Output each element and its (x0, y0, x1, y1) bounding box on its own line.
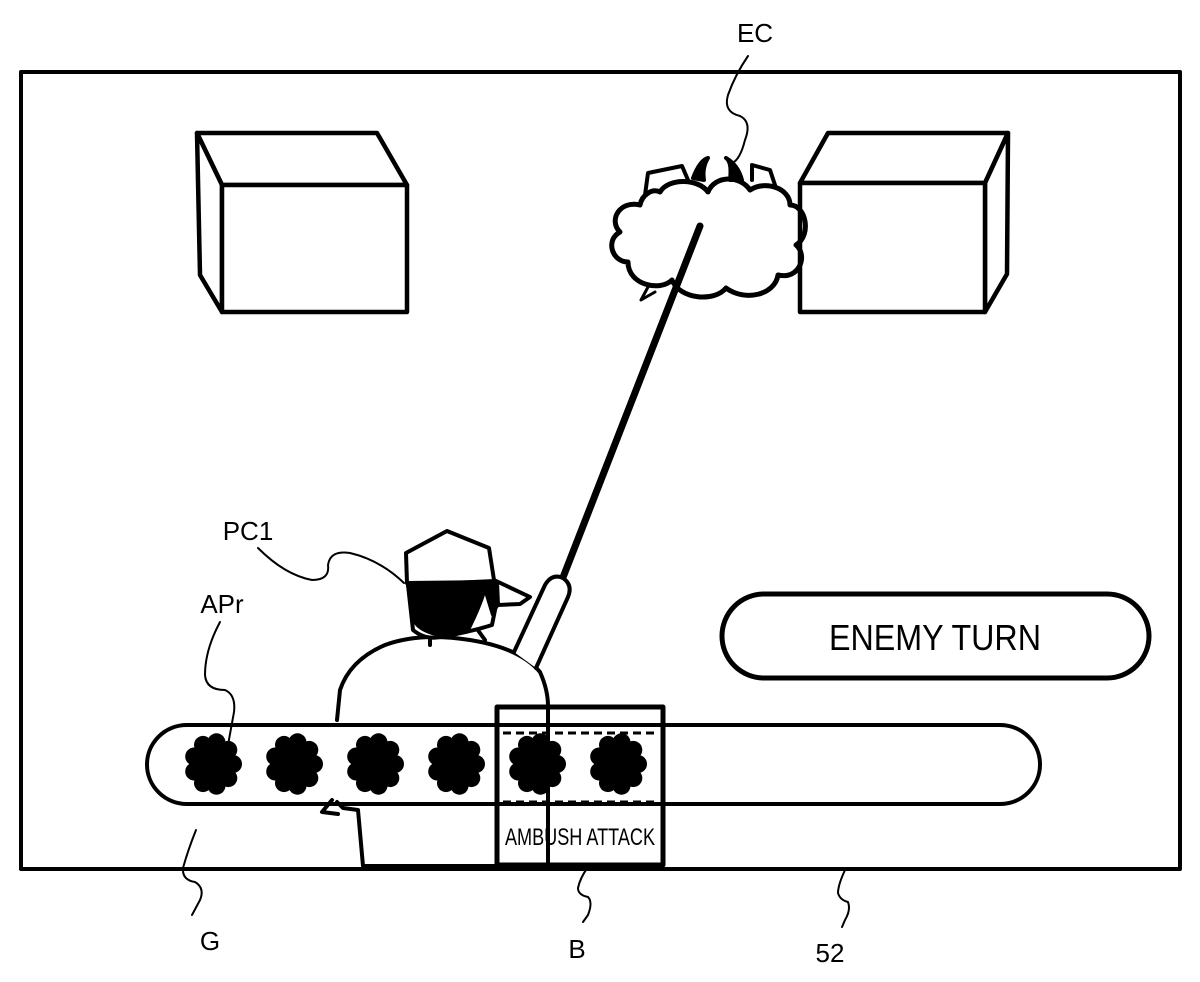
leader-b (577, 866, 592, 923)
leader-pc1 (257, 547, 405, 584)
player-weapon-icon (512, 574, 572, 670)
label-b: B (568, 934, 585, 964)
label-g: G (200, 926, 220, 956)
action-point-gauge (145, 723, 1042, 806)
action-point-orb (509, 733, 566, 795)
left-obstacle-box (194, 130, 410, 315)
enemy-horns-icon (643, 156, 778, 197)
ambush-attack-box[interactable]: AMBUSH ATTACK (494, 704, 666, 868)
leader-52 (837, 869, 850, 928)
leader-apr (204, 621, 236, 746)
attack-line (558, 222, 704, 584)
game-screen-frame (19, 70, 1182, 871)
label-52: 52 (816, 938, 845, 968)
enemy-cloud-icon (609, 176, 808, 300)
ambush-attack-label: AMBUSH ATTACK (505, 824, 655, 851)
enemy-turn-label: ENEMY TURN (829, 617, 1041, 658)
action-point-orb (428, 733, 485, 795)
right-obstacle-box (797, 130, 1011, 315)
label-ec: EC (737, 18, 773, 48)
action-point-orb (590, 733, 647, 795)
gauge-track (145, 723, 1042, 806)
action-point-orb (266, 733, 323, 795)
leader-g (181, 829, 203, 916)
enemy-turn-banner: ENEMY TURN (719, 591, 1152, 681)
action-point-orb (185, 733, 242, 795)
leader-lines (181, 55, 850, 928)
player-character (320, 529, 572, 868)
enemy-character (609, 156, 808, 302)
leader-ec (725, 55, 749, 164)
action-point-orb (347, 733, 404, 795)
gauge-orbs (185, 733, 647, 795)
label-pc1: PC1 (223, 516, 274, 546)
player-sunglasses-icon (406, 579, 499, 638)
label-apr: APr (200, 589, 244, 619)
